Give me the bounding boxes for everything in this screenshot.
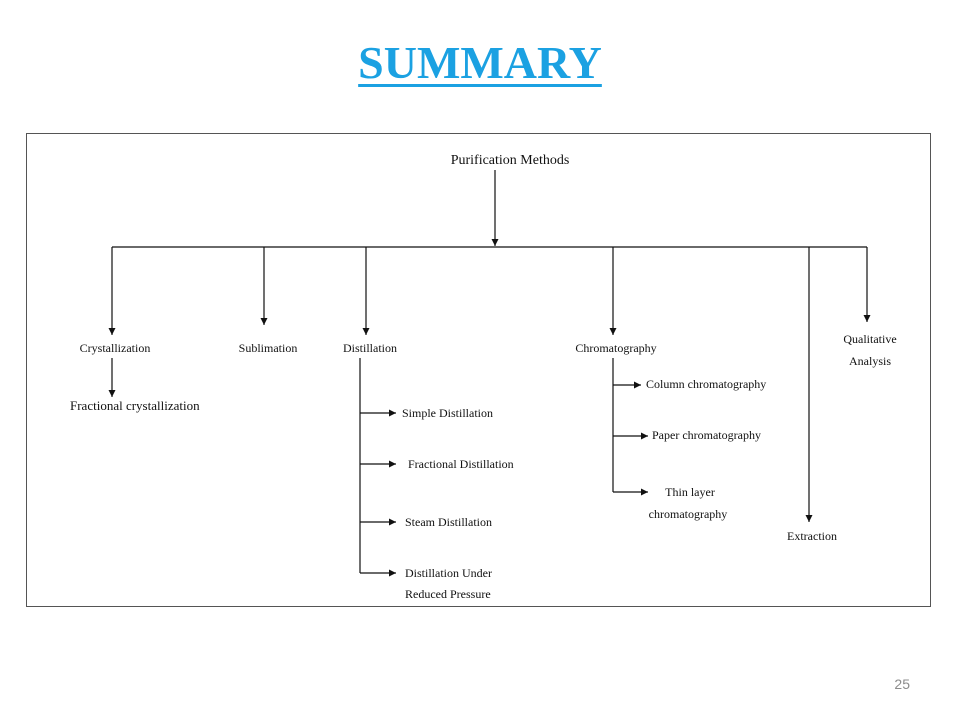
root-label: Purification Methods xyxy=(451,153,570,168)
fractional-distillation-label: Fractional Distillation xyxy=(408,457,514,471)
slide-title: SUMMARY xyxy=(358,37,602,88)
fractional-crystallization-label: Fractional crystallization xyxy=(70,398,200,413)
diagram-frame xyxy=(26,133,931,607)
thin-layer-label-line2: chromatography xyxy=(649,507,728,521)
page-number: 25 xyxy=(894,676,910,692)
crystallization-label: Crystallization xyxy=(80,341,151,355)
sublimation-label: Sublimation xyxy=(239,341,298,355)
paper-chromatography-label: Paper chromatography xyxy=(652,428,761,442)
distillation-label: Distillation xyxy=(343,341,397,355)
column-chromatography-label: Column chromatography xyxy=(646,377,766,391)
reduced-pressure-label-line2: Reduced Pressure xyxy=(405,587,491,601)
simple-distillation-label: Simple Distillation xyxy=(402,406,493,420)
reduced-pressure-label-line1: Distillation Under xyxy=(405,566,492,580)
qualitative-analysis-label-line2: Analysis xyxy=(849,354,891,368)
thin-layer-label-line1: Thin layer xyxy=(665,485,715,499)
extraction-label: Extraction xyxy=(787,529,837,543)
steam-distillation-label: Steam Distillation xyxy=(405,515,492,529)
qualitative-analysis-label-line1: Qualitative xyxy=(843,332,896,346)
chromatography-label: Chromatography xyxy=(575,341,656,355)
